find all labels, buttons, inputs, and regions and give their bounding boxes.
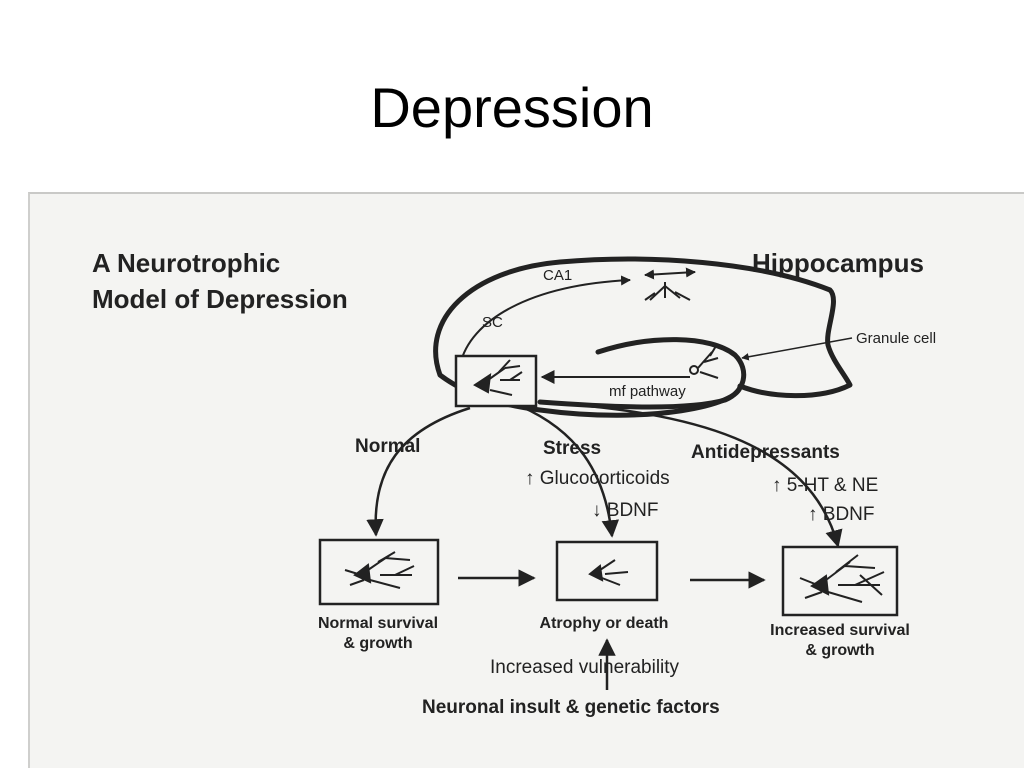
sc-pathway bbox=[459, 275, 631, 366]
increased-neuron-icon bbox=[799, 554, 885, 603]
slide-title: Depression bbox=[370, 76, 654, 139]
stress-branch-arrow bbox=[519, 404, 620, 538]
diagram-heading-line2: Model of Depression bbox=[92, 284, 348, 314]
antidepressants-5ht-ne: ↑ 5-HT & NE bbox=[772, 475, 878, 496]
increased-outcome-line1: Increased survival bbox=[770, 622, 910, 639]
normal-neuron-icon bbox=[344, 551, 415, 589]
increased-vulnerability-label: Increased vulnerability bbox=[490, 657, 680, 678]
granule-cell-label: Granule cell bbox=[856, 330, 936, 347]
normal-outcome-box bbox=[318, 538, 440, 606]
hippocampus-outline bbox=[433, 256, 853, 418]
atrophy-outcome-label: Atrophy or death bbox=[540, 615, 669, 632]
granule-neuron-icon bbox=[689, 345, 719, 379]
ca1-neuron-icon bbox=[644, 282, 691, 301]
ca3-neuron-box bbox=[454, 354, 538, 408]
antidepressants-branch-arrow bbox=[539, 400, 843, 548]
ca1-double-arrow bbox=[644, 267, 696, 280]
ca3-neuron-icon bbox=[473, 359, 523, 396]
increased-outcome-box bbox=[781, 545, 899, 617]
normal-outcome-line1: Normal survival bbox=[318, 615, 438, 632]
stress-glucocorticoids: ↑ Glucocorticoids bbox=[525, 468, 670, 489]
diagram-heading-line1: A Neurotrophic bbox=[92, 248, 280, 278]
mf-pathway-label: mf pathway bbox=[609, 383, 686, 400]
stress-label: Stress bbox=[543, 438, 601, 459]
ca1-label: CA1 bbox=[543, 267, 572, 284]
atrophy-neuron-icon bbox=[588, 559, 629, 586]
atrophy-outcome-box bbox=[555, 540, 659, 602]
sc-label: SC bbox=[482, 314, 503, 331]
normal-branch-arrow bbox=[366, 406, 471, 537]
antidepressants-label: Antidepressants bbox=[691, 442, 840, 463]
normal-label: Normal bbox=[355, 436, 420, 457]
dentate-gyrus bbox=[537, 337, 747, 410]
stress-bdnf: ↓ BDNF bbox=[592, 500, 659, 521]
neuronal-insult-label: Neuronal insult & genetic factors bbox=[422, 697, 720, 718]
increased-outcome-line2: & growth bbox=[805, 642, 874, 659]
normal-outcome-line2: & growth bbox=[343, 635, 412, 652]
granule-cell-pointer bbox=[741, 337, 853, 361]
antidepressants-bdnf: ↑ BDNF bbox=[808, 504, 875, 525]
scanned-figure bbox=[28, 192, 1024, 768]
